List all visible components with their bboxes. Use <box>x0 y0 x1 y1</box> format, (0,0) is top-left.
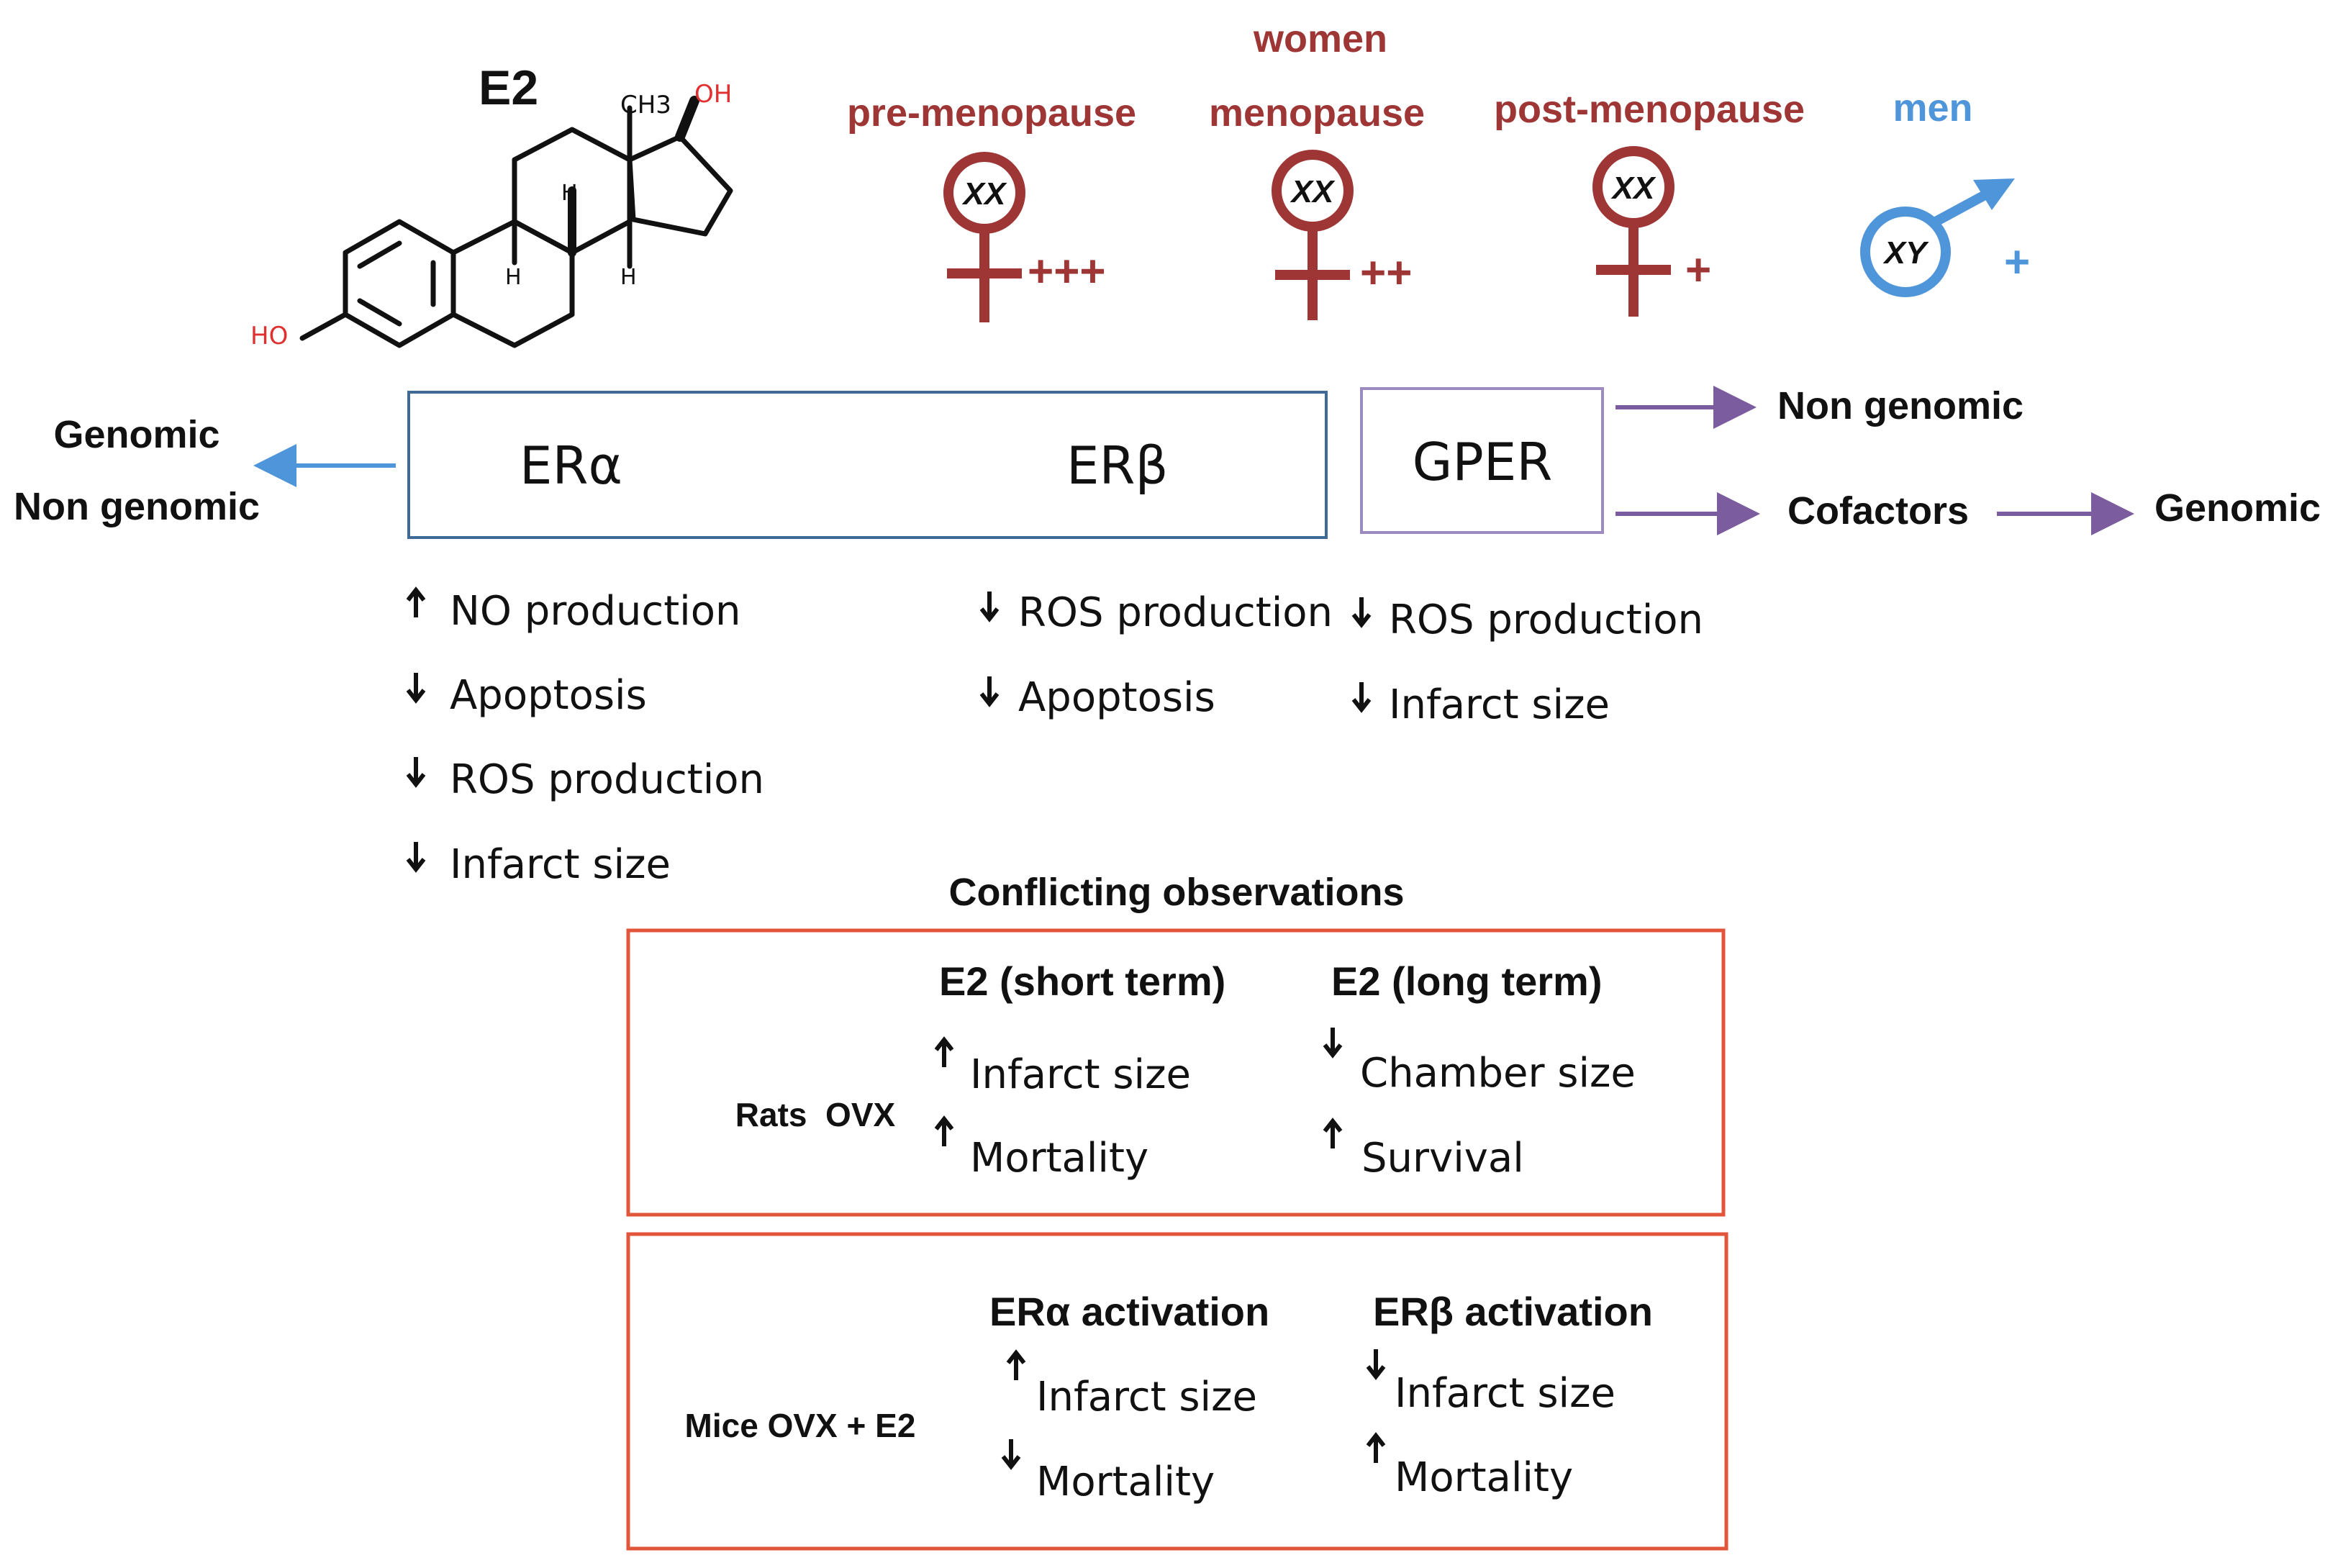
rats-col1-item: Infarct size <box>970 1051 1191 1098</box>
effect-text: NO production <box>450 588 740 635</box>
rats-col2-title: E2 (long term) <box>1331 959 1602 1004</box>
era-label: ERα <box>520 435 622 496</box>
genomic-left-label: Genomic <box>53 413 219 456</box>
ho-bond <box>299 312 348 341</box>
rats-label: Rats OVX <box>735 1096 896 1133</box>
rats-col2-item: Survival <box>1361 1135 1524 1182</box>
h-label: H <box>620 265 637 290</box>
effect-text: ROS production <box>1389 597 1703 643</box>
mice-label: Mice OVX + E2 <box>685 1407 916 1444</box>
conflicting-title: Conflicting observations <box>948 871 1404 914</box>
level-label: ++ <box>1360 248 1412 298</box>
ring-a <box>343 219 456 348</box>
post-menopause-group: post-menopause XX + <box>1494 88 1805 317</box>
female-symbol-icon <box>1592 146 1674 317</box>
cofactors-label: Cofactors <box>1787 489 1969 533</box>
group-label: pre-menopause <box>847 91 1136 135</box>
rats-col1-title: E2 (short term) <box>939 959 1225 1004</box>
women-label: women <box>1253 17 1387 60</box>
level-label: + <box>1685 245 1711 295</box>
erb-label: ERβ <box>1066 435 1168 496</box>
nongenomic-left-label: Non genomic <box>14 485 260 528</box>
chromosome-label: XX <box>961 176 1007 212</box>
mice-col2-title: ERβ activation <box>1373 1289 1653 1334</box>
mice-col1-item: Mortality <box>1036 1459 1215 1505</box>
oh-label: OH <box>694 80 732 109</box>
chromosome-label: XX <box>1290 174 1336 209</box>
men-label: men <box>1893 86 1972 130</box>
level-label: +++ <box>1028 247 1106 296</box>
erb-effects: ROS production Apoptosis <box>982 589 1333 721</box>
gper-effects: ROS production Infarct size <box>1354 597 1703 728</box>
h-label: H <box>505 265 522 290</box>
effect-text: ROS production <box>1018 589 1333 636</box>
ch3-label: CH3 <box>620 91 671 119</box>
chromosome-label: XY <box>1882 235 1929 271</box>
mice-col1-title: ERα activation <box>989 1289 1269 1334</box>
chromosome-label: XX <box>1610 171 1657 206</box>
effect-text: Apoptosis <box>450 672 647 719</box>
gper-label: GPER <box>1413 432 1553 492</box>
estradiol-structure <box>299 96 733 348</box>
ring-d <box>627 134 733 237</box>
effect-text: Infarct size <box>450 841 671 888</box>
era-effects: NO production Apoptosis ROS production I… <box>408 588 764 888</box>
effect-text: Apoptosis <box>1018 674 1215 721</box>
mice-col2-item: Mortality <box>1395 1454 1573 1501</box>
mice-col2-item: Infarct size <box>1395 1370 1615 1417</box>
nongenomic-right-label: Non genomic <box>1777 384 2024 427</box>
genomic-right-label: Genomic <box>2154 486 2321 530</box>
female-symbol-icon <box>943 152 1025 322</box>
molecule-name: E2 <box>479 60 538 115</box>
level-label: + <box>2004 237 2030 287</box>
rats-col2-item: Chamber size <box>1360 1050 1636 1097</box>
pre-menopause-group: pre-menopause XX +++ <box>847 91 1136 322</box>
gper-box <box>1360 387 1604 534</box>
female-symbol-icon <box>1272 150 1354 320</box>
male-arrowhead <box>1973 178 2015 210</box>
ho-label: HO <box>250 322 288 350</box>
menopause-group: menopause XX ++ <box>1209 91 1425 320</box>
mice-col1-item: Infarct size <box>1036 1374 1257 1420</box>
rats-box <box>626 928 1726 1217</box>
men-group: men XY + <box>1860 86 2030 297</box>
group-label: post-menopause <box>1494 88 1805 131</box>
mice-box <box>626 1232 1728 1551</box>
effect-text: ROS production <box>450 756 764 803</box>
h-label: H <box>561 181 578 206</box>
er-box <box>407 391 1328 539</box>
group-label: menopause <box>1209 91 1425 135</box>
rats-col1-item: Mortality <box>970 1135 1148 1182</box>
effect-text: Infarct size <box>1389 681 1610 728</box>
